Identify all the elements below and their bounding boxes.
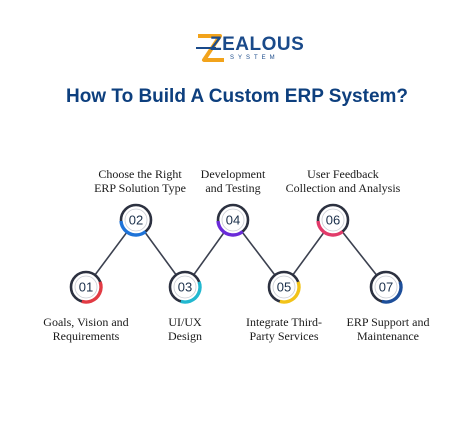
step-label-01: Goals, Vision and Requirements bbox=[16, 315, 156, 343]
step-node-02: 02 bbox=[119, 203, 153, 237]
step-node-inner bbox=[173, 275, 197, 299]
step-number-07: 07 bbox=[379, 280, 393, 295]
step-node-inner bbox=[321, 208, 345, 232]
step-node-accent-arc bbox=[316, 203, 350, 237]
step-04-line1: Development bbox=[200, 167, 266, 181]
step-node-07: 07 bbox=[369, 270, 403, 304]
step-node-accent-arc bbox=[216, 203, 250, 237]
step-02-line1: Choose the Right bbox=[98, 167, 182, 181]
step-06-line2: Collection and Analysis bbox=[285, 181, 401, 195]
step-07-line2: Maintenance bbox=[357, 329, 419, 343]
step-node-inner bbox=[374, 275, 398, 299]
step-03-line2: Design bbox=[168, 329, 202, 343]
logo-sub-text: SYSTEM bbox=[230, 55, 279, 61]
logo-brand-text: ZEALOUS bbox=[210, 34, 305, 55]
step-06-line1: User Feedback bbox=[307, 167, 379, 181]
step-label-02: Choose the Right ERP Solution Type bbox=[70, 167, 210, 195]
step-label-05: Integrate Third- Party Services bbox=[214, 315, 354, 343]
step-01-line2: Requirements bbox=[52, 329, 120, 343]
step-node-accent-arc bbox=[168, 270, 202, 304]
step-number-06: 06 bbox=[326, 213, 340, 228]
step-03-line1: UI/UX bbox=[168, 315, 202, 329]
step-node-accent-arc bbox=[369, 270, 403, 304]
step-label-03: UI/UX Design bbox=[115, 315, 255, 343]
step-label-04: Development and Testing bbox=[163, 167, 303, 195]
step-node-accent-arc bbox=[119, 203, 153, 237]
page-title: How To Build A Custom ERP System? bbox=[65, 86, 409, 107]
step-node-01: 01 bbox=[69, 270, 103, 304]
step-node-04: 04 bbox=[216, 203, 250, 237]
step-node-03: 03 bbox=[168, 270, 202, 304]
step-node-inner bbox=[221, 208, 245, 232]
step-label-07: ERP Support and Maintenance bbox=[318, 315, 458, 343]
step-number-05: 05 bbox=[277, 280, 291, 295]
step-07-line1: ERP Support and bbox=[346, 315, 430, 329]
step-label-06: User Feedback Collection and Analysis bbox=[273, 167, 413, 195]
step-02-line2: ERP Solution Type bbox=[94, 181, 186, 195]
zealous-logo: ZEALOUS SYSTEM bbox=[194, 30, 304, 70]
step-node-inner bbox=[74, 275, 98, 299]
step-number-04: 04 bbox=[226, 213, 240, 228]
step-node-06: 06 bbox=[316, 203, 350, 237]
step-number-01: 01 bbox=[79, 280, 93, 295]
step-01-line1: Goals, Vision and bbox=[43, 315, 129, 329]
step-node-05: 05 bbox=[267, 270, 301, 304]
step-node-accent-arc bbox=[267, 270, 301, 304]
step-node-inner bbox=[272, 275, 296, 299]
step-node-inner bbox=[124, 208, 148, 232]
zealous-z-mark-icon bbox=[196, 34, 224, 62]
step-05-line2: Party Services bbox=[249, 329, 319, 343]
step-05-line1: Integrate Third- bbox=[245, 315, 323, 329]
step-number-02: 02 bbox=[129, 213, 143, 228]
step-number-03: 03 bbox=[178, 280, 192, 295]
step-04-line2: and Testing bbox=[205, 181, 261, 195]
step-node-accent-arc bbox=[69, 270, 103, 304]
